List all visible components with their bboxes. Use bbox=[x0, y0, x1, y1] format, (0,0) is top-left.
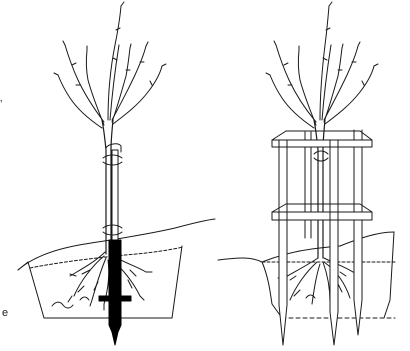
planting-hole-right bbox=[218, 232, 395, 318]
root-system-right bbox=[278, 258, 362, 304]
tree-with-three-stake-frame-icon bbox=[218, 2, 395, 345]
tree-with-single-stake-icon bbox=[18, 2, 215, 345]
crown-left bbox=[54, 2, 166, 128]
stake-left bbox=[99, 144, 131, 345]
crown-right bbox=[266, 2, 378, 128]
stakes-right bbox=[279, 130, 362, 345]
